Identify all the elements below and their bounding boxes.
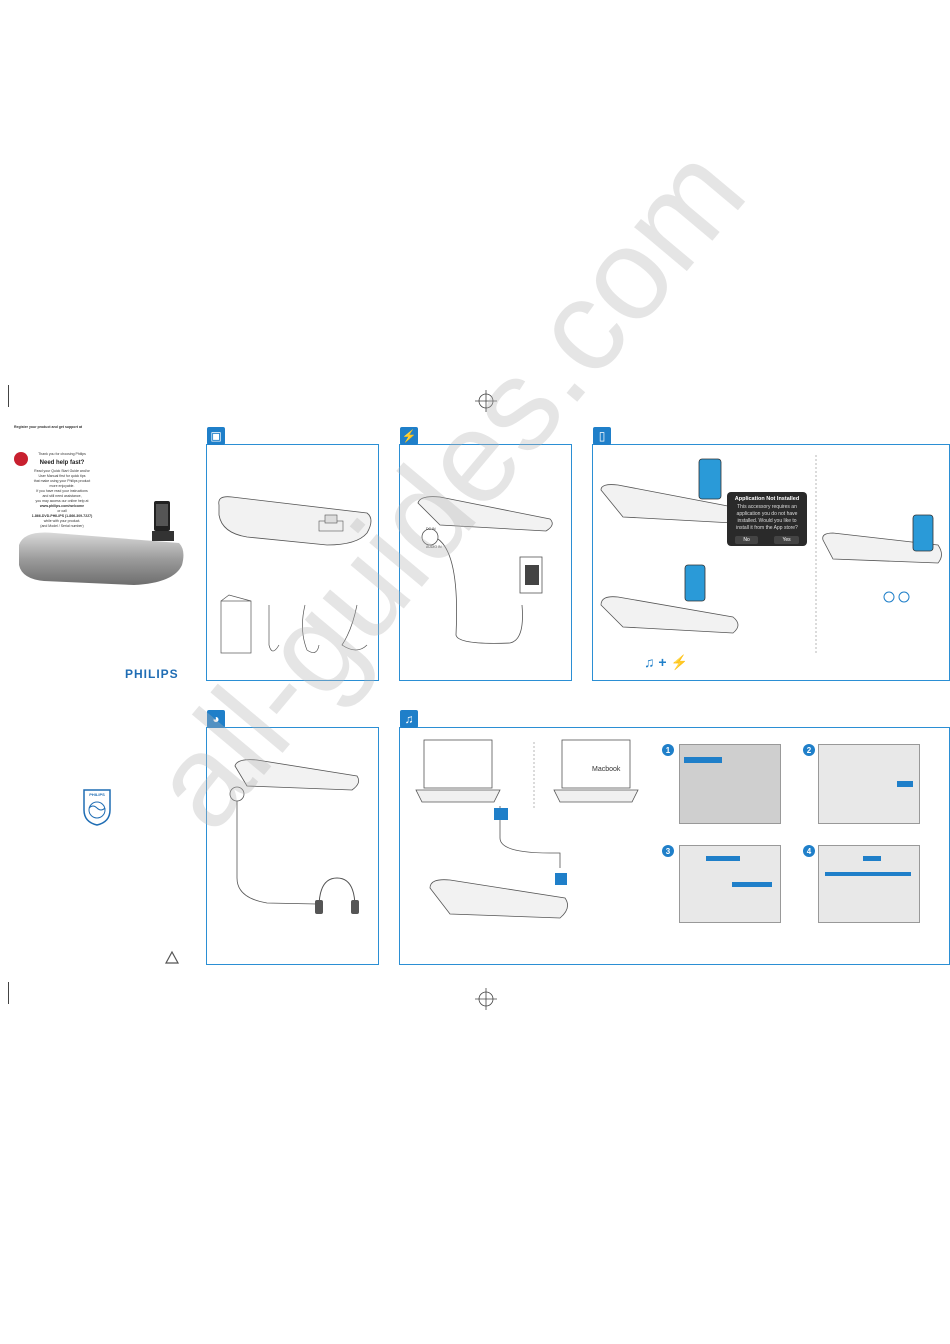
step-badge-3: 3 [662,845,674,857]
mac-screenshot-3 [679,845,781,923]
mac-screenshot-1 [679,744,781,824]
help-intro: Thank you for choosing Philips [38,452,86,456]
recycle-icon [164,950,180,964]
speaker-drawing [218,496,372,654]
help-title: Need help fast? [39,460,85,466]
sound-highlight-2 [732,882,772,887]
dialog-message: This accessory requires an application y… [736,504,798,531]
step-badge-1: 1 [662,744,674,756]
dialog-title: Application Not Installed [734,496,800,502]
prefs-highlight [897,781,913,787]
panel-headphones [206,727,379,965]
iphone-drawing [600,455,942,655]
port-label-dc-in: DC IN [426,527,436,531]
sound-highlight-1 [706,856,740,861]
philips-shield-icon [83,789,111,826]
app-not-installed-dialog: Application Not Installed This accessory… [727,492,807,546]
panel-box-contents [206,444,379,681]
help-body: Read your Quick Start Guide and/or User … [31,469,93,528]
crop-mark-left-bottom [8,982,9,1004]
product-photo [19,501,184,585]
tab-iphone[interactable]: ▯ [593,427,611,445]
registration-mark-top [475,390,497,412]
mac-screenshot-2 [818,744,920,824]
philips-logo: PHILIPS [125,667,179,681]
headphones-drawing [229,759,360,914]
step-badge-4: 4 [803,845,815,857]
plug-icon: ⚡ [401,429,417,443]
output-highlight [863,856,881,861]
panel-iphone [592,444,950,681]
registration-mark-bottom [475,988,497,1010]
power-drawing [417,496,553,644]
register-text: Register your product and get support at [14,425,83,429]
output-row-highlight [825,872,911,876]
music-note-icon: ♫ [404,712,414,726]
iphone-icon: ▯ [598,429,606,443]
tab-power[interactable]: ⚡ [400,427,418,445]
mac-screenshot-4 [818,845,920,923]
tab-headphones[interactable]: ◕ [207,710,225,728]
menu-highlight [684,757,722,763]
port-label-audio-in: AUDIO IN [426,545,442,549]
dialog-yes-button[interactable]: Yes [774,536,799,544]
panel-power [399,444,572,681]
step-badge-2: 2 [803,744,815,756]
crop-mark-left-top [8,385,9,407]
music-plus-charge-icon: ♫ + ⚡ [644,654,688,670]
tab-box-contents[interactable]: ▣ [207,427,225,445]
box-icon: ▣ [210,429,222,443]
help-badge-icon [14,452,28,466]
tab-music[interactable]: ♫ [400,710,418,728]
dialog-no-button[interactable]: No [735,536,758,544]
shield-label: PHILIPS [89,792,105,797]
laptop-label: Macbook [592,766,621,773]
headphones-icon: ◕ [212,712,220,726]
mac-drawing [415,739,639,919]
